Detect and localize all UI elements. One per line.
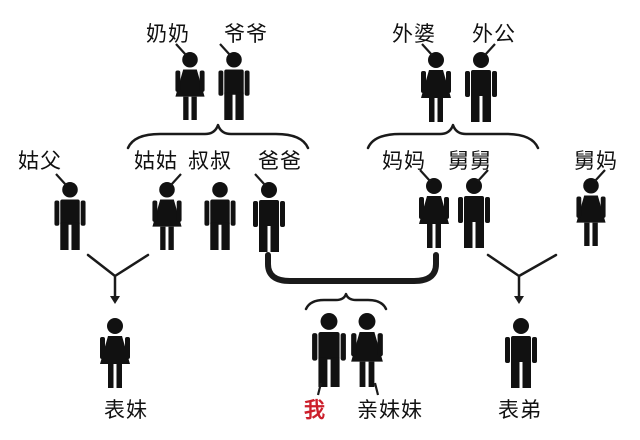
label-father: 爸爸 [258, 149, 302, 173]
person-cousin-male [505, 318, 537, 388]
arrow-to-cousin-male [514, 296, 524, 304]
person-uncle-paternal [204, 182, 236, 250]
label-paternal-grandmother: 奶奶 [146, 22, 190, 46]
label-cousin-male: 表弟 [498, 398, 542, 422]
person-aunt-husband [54, 173, 86, 250]
woman-icon [152, 182, 182, 250]
bracket-siblings [304, 292, 388, 311]
man-icon [312, 313, 346, 387]
label-pointer-line [170, 173, 182, 186]
label-pointer-line [219, 43, 231, 56]
person-me [312, 313, 346, 396]
person-paternal-grandmother [175, 43, 205, 120]
label-uncle-maternal: 舅舅 [448, 149, 492, 173]
label-me: 我 [304, 398, 326, 422]
person-maternal-grandfather [465, 43, 497, 122]
label-pointer-line [484, 43, 496, 56]
label-mother: 妈妈 [382, 149, 426, 173]
bracket-paternal-children [126, 123, 310, 150]
person-paternal-grandfather [218, 43, 250, 120]
bracket-maternal-children [366, 123, 540, 150]
label-sister: 亲妹妹 [357, 398, 423, 422]
man-icon [218, 52, 250, 120]
label-paternal-grandfather: 爷爷 [224, 22, 268, 46]
person-cousin-female [100, 318, 130, 388]
marriage-line-parents [265, 252, 439, 284]
man-icon [204, 182, 236, 250]
merge-line-aunt [86, 253, 150, 300]
label-pointer-line [421, 43, 433, 56]
label-pointer-line [55, 173, 67, 186]
woman-icon [100, 318, 130, 388]
label-maternal-grandfather: 外公 [472, 22, 516, 46]
woman-icon [419, 178, 449, 248]
label-pointer-line [419, 169, 431, 182]
woman-icon [421, 52, 451, 122]
man-icon [465, 52, 497, 122]
label-pointer-line [594, 169, 606, 182]
label-maternal-grandmother: 外婆 [392, 22, 436, 46]
label-uncle-paternal: 叔叔 [188, 149, 232, 173]
man-icon [505, 318, 537, 388]
arrow-to-cousin-female [110, 296, 120, 304]
person-father [253, 173, 285, 252]
woman-icon [175, 52, 205, 120]
person-uncle-maternal [458, 169, 490, 248]
label-aunt: 姑姑 [134, 149, 178, 173]
woman-icon [351, 313, 383, 387]
label-pointer-line [175, 43, 187, 56]
label-pointer-line [316, 382, 323, 396]
man-icon [458, 178, 490, 248]
man-icon [54, 182, 86, 250]
label-pointer-line [477, 169, 489, 182]
person-uncle-wife [576, 169, 606, 246]
label-pointer-line [254, 173, 266, 186]
man-icon [253, 182, 285, 252]
label-uncle-wife: 舅妈 [574, 149, 618, 173]
person-mother [419, 169, 449, 248]
woman-icon [576, 178, 606, 246]
label-aunt-husband: 姑父 [18, 149, 62, 173]
merge-line-uncle [486, 253, 558, 300]
person-sister [351, 313, 383, 396]
person-aunt [152, 173, 182, 250]
arrowheads [110, 296, 524, 304]
label-cousin-female: 表妹 [104, 398, 148, 422]
person-maternal-grandmother [421, 43, 451, 122]
relationship-lines [86, 123, 558, 311]
label-pointer-line [373, 382, 380, 396]
